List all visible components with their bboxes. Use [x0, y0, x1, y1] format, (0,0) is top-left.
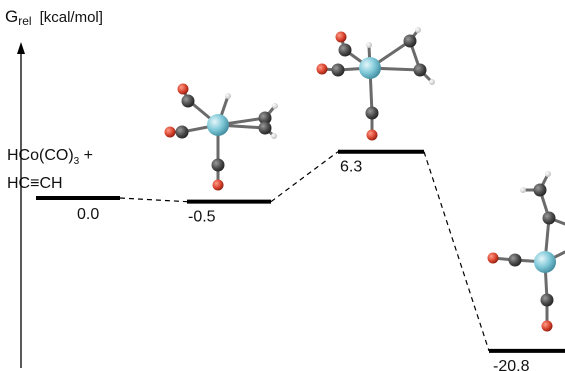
energy-label-3: -20.8 — [493, 358, 530, 371]
energy-level-labels: 0.0 -0.5 6.3 -20.8 — [77, 159, 530, 371]
intermediate-1-structure-icon — [164, 83, 278, 191]
connector-1-2 — [270, 151, 339, 203]
transition-state-structure-icon — [316, 27, 435, 141]
energy-levels — [36, 149, 565, 353]
energy-label-1: -0.5 — [188, 209, 216, 226]
energy-axis — [17, 42, 25, 368]
reactant-formula: HCo(CO) — [7, 147, 74, 164]
product-structure-icon — [487, 171, 565, 332]
energy-label-0: 0.0 — [77, 206, 99, 223]
axis-title: Grel [kcal/mol] — [5, 7, 103, 28]
axis-symbol: G — [5, 7, 19, 26]
connector-0-1 — [119, 197, 188, 203]
level-connectors — [119, 151, 490, 352]
reactant-subscript: 3 — [73, 156, 80, 168]
connector-2-3 — [423, 151, 490, 352]
axis-unit: [kcal/mol] — [39, 9, 103, 26]
reactant-plus: + — [79, 147, 94, 164]
energy-label-2: 6.3 — [340, 159, 362, 176]
axis-subscript: rel — [18, 14, 32, 28]
